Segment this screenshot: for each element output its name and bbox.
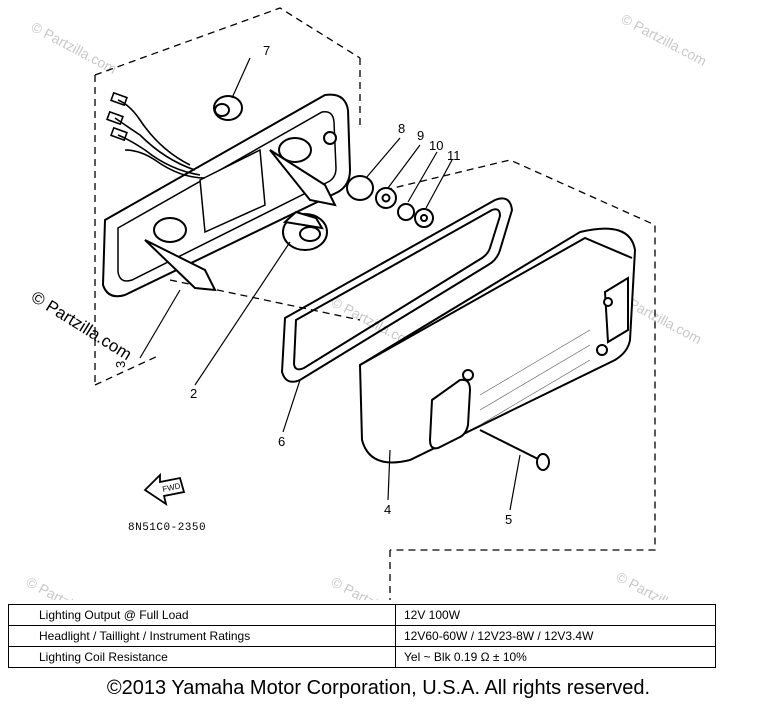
bulb [282, 210, 328, 251]
table-row: Lighting Output @ Full Load 12V 100W [8, 604, 716, 626]
watermark-text: © Partzilla.com [24, 574, 115, 600]
watermark-text: © Partzilla.com [329, 574, 420, 600]
spec-value: Yel ~ Blk 0.19 Ω ± 10% [395, 646, 716, 668]
callout-3: 3 [113, 361, 128, 368]
copyright-notice: ©2013 Yamaha Motor Corporation, U.S.A. A… [106, 677, 651, 699]
table-row: Lighting Coil Resistance Yel ~ Blk 0.19 … [8, 646, 716, 668]
spec-label: Lighting Output @ Full Load [8, 604, 396, 626]
wire-harness [106, 91, 206, 179]
callout-6: 6 [278, 434, 285, 449]
callout-8: 8 [398, 121, 405, 136]
mounting-hardware [346, 175, 434, 228]
spec-label: Headlight / Taillight / Instrument Ratin… [8, 625, 396, 647]
callout-10: 10 [429, 138, 443, 153]
callout-9: 9 [417, 128, 424, 143]
spec-label: Lighting Coil Resistance [8, 646, 396, 668]
fwd-label: FWD [162, 481, 182, 494]
callout-4: 4 [384, 502, 391, 517]
parts-diagram: © Partzilla.com © Partzilla.com © Partzi… [24, 7, 710, 600]
specifications-table: Lighting Output @ Full Load 12V 100W Hea… [8, 604, 716, 668]
grommet [213, 95, 243, 121]
table-row: Headlight / Taillight / Instrument Ratin… [8, 625, 716, 647]
part-code: 8N51C0-2350 [128, 522, 206, 534]
screw [479, 429, 550, 471]
spec-value: 12V 100W [395, 604, 716, 626]
watermark-text-dark: © Partzilla.com [28, 287, 135, 364]
lamp-housing [101, 93, 352, 298]
watermark-text: © Partzilla.com [614, 569, 705, 600]
callout-7: 7 [263, 43, 270, 58]
callout-5: 5 [505, 512, 512, 527]
watermark-text: © Partzilla.com [29, 19, 120, 77]
watermark-text: © Partzilla.com [619, 11, 710, 69]
gasket [280, 197, 514, 383]
callout-numbers: 7 8 9 10 11 3 2 6 4 5 [113, 43, 512, 527]
callout-2: 2 [190, 386, 197, 401]
spec-value: 12V60-60W / 12V23-8W / 12V3.4W [395, 625, 716, 647]
forward-arrow-icon: FWD [143, 472, 186, 507]
leader-lines [139, 57, 521, 511]
callout-11: 11 [447, 148, 461, 163]
assembly-boundary [94, 7, 656, 600]
lens [358, 227, 637, 464]
